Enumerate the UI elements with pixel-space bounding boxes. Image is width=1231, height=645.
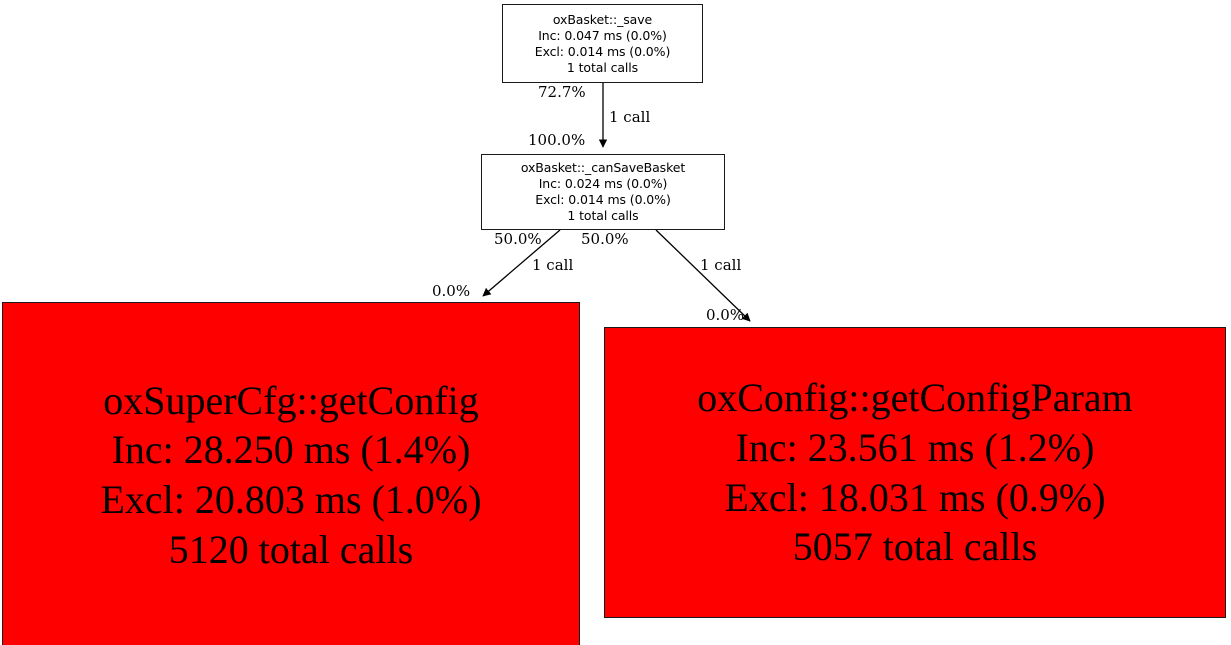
node-title: oxSuperCfg::getConfig bbox=[103, 377, 479, 423]
node-inclusive: Inc: 23.561 ms (1.2%) bbox=[735, 424, 1095, 470]
node-total-calls: 5120 total calls bbox=[168, 526, 414, 572]
node-oxconfig-getconfigparam[interactable]: oxConfig::getConfigParam Inc: 23.561 ms … bbox=[604, 327, 1226, 618]
node-inclusive: Inc: 0.047 ms (0.0%) bbox=[538, 27, 667, 43]
node-exclusive: Excl: 20.803 ms (1.0%) bbox=[100, 477, 482, 522]
edge-label-source-pct-1: 72.7% bbox=[538, 83, 586, 101]
edge-label-calls-1: 1 call bbox=[609, 108, 651, 126]
node-total-calls: 1 total calls bbox=[567, 208, 639, 223]
edge-label-target-pct-3: 0.0% bbox=[706, 306, 745, 324]
edge-label-calls-2: 1 call bbox=[532, 256, 574, 274]
edge-label-source-pct-3: 50.0% bbox=[581, 230, 629, 248]
node-exclusive: Excl: 0.014 ms (0.0%) bbox=[534, 43, 671, 59]
node-oxbasket-save[interactable]: oxBasket::_save Inc: 0.047 ms (0.0%) Exc… bbox=[502, 4, 703, 83]
node-title: oxBasket::_save bbox=[552, 11, 653, 27]
node-title: oxConfig::getConfigParam bbox=[697, 375, 1133, 421]
node-inclusive: Inc: 28.250 ms (1.4%) bbox=[111, 427, 471, 473]
edge-label-target-pct-2: 0.0% bbox=[432, 282, 471, 300]
node-exclusive: Excl: 18.031 ms (0.9%) bbox=[724, 474, 1106, 520]
node-oxsupercfg-getconfig[interactable]: oxSuperCfg::getConfig Inc: 28.250 ms (1.… bbox=[2, 302, 580, 645]
node-exclusive: Excl: 0.014 ms (0.0%) bbox=[535, 192, 671, 207]
edge-label-source-pct-2: 50.0% bbox=[494, 230, 542, 248]
edge-label-target-pct-1: 100.0% bbox=[528, 131, 586, 149]
node-oxbasket-cansavebasket[interactable]: oxBasket::_canSaveBasket Inc: 0.024 ms (… bbox=[481, 154, 725, 230]
node-inclusive: Inc: 0.024 ms (0.0%) bbox=[538, 176, 668, 191]
edge-label-calls-3: 1 call bbox=[700, 256, 742, 274]
node-total-calls: 5057 total calls bbox=[792, 524, 1038, 570]
node-title: oxBasket::_canSaveBasket bbox=[520, 160, 686, 175]
node-total-calls: 1 total calls bbox=[566, 59, 639, 75]
